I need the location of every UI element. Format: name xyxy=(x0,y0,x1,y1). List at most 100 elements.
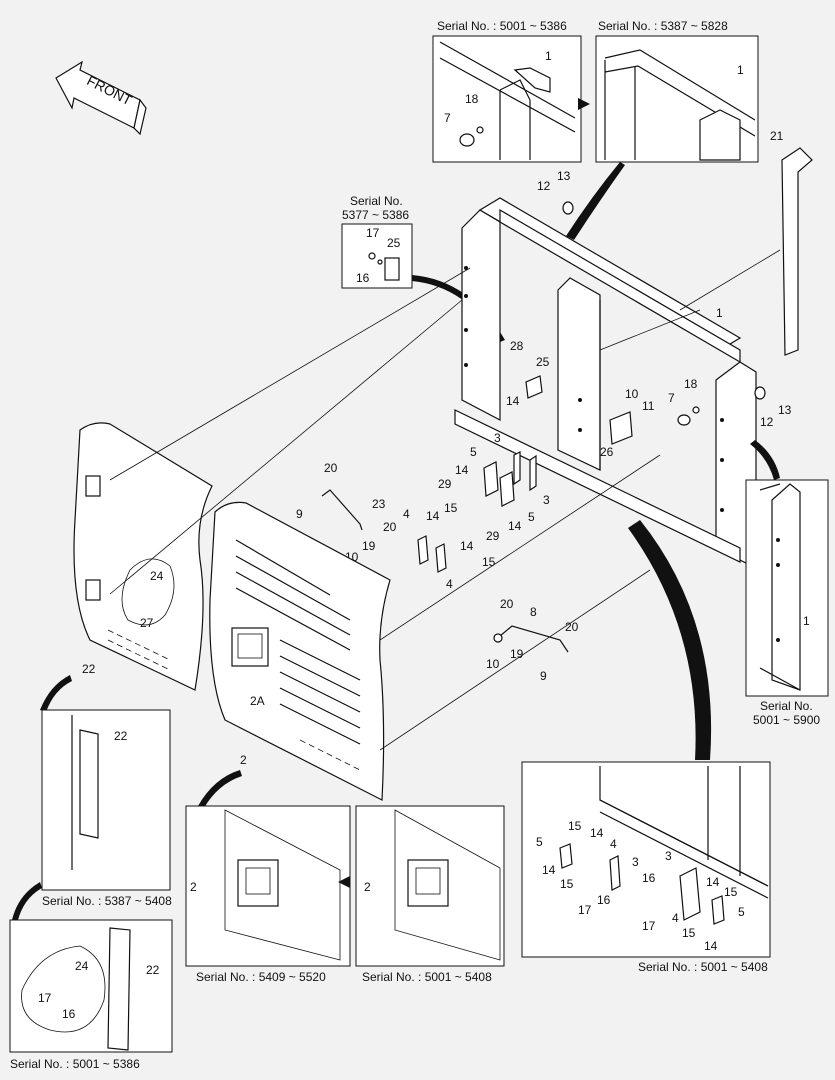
serial-bottom-left: Serial No. : 5001 ~ 5386 xyxy=(10,1057,140,1071)
door-panel-22: 24 27 22 xyxy=(73,422,213,691)
inset-top-right: Serial No. : 5387 ~ 5828 1 xyxy=(595,19,759,163)
callout-4: 4 xyxy=(403,507,410,521)
callout-15: 15 xyxy=(444,501,458,515)
callout-3c: 3 xyxy=(632,855,639,869)
callout-4d: 4 xyxy=(672,911,679,925)
callout-17d: 17 xyxy=(642,919,656,933)
callout-4b: 4 xyxy=(446,577,453,591)
callout-15c: 15 xyxy=(568,819,582,833)
callout-23: 23 xyxy=(372,497,386,511)
callout-2: 2 xyxy=(240,753,247,767)
serial-small-1: Serial No. xyxy=(350,194,403,208)
callout-1c: 1 xyxy=(716,306,723,320)
callout-14i: 14 xyxy=(704,939,718,953)
callout-15d: 15 xyxy=(560,877,574,891)
callout-17: 17 xyxy=(366,226,380,240)
callout-8: 8 xyxy=(530,605,537,619)
callout-19: 19 xyxy=(362,539,376,553)
callout-5c: 5 xyxy=(536,835,543,849)
callout-11: 11 xyxy=(642,399,655,413)
callout-14d: 14 xyxy=(426,509,440,523)
callout-22c: 22 xyxy=(146,963,160,977)
callout-19b: 19 xyxy=(510,647,524,661)
serial-bottom-mid1: Serial No. : 5409 ~ 5520 xyxy=(196,970,326,984)
callout-9b: 9 xyxy=(540,669,547,683)
frame-hardware: 12 13 7 18 13 12 10 11 26 28 25 14 xyxy=(506,169,792,459)
inset-small: Serial No. 5377 ~ 5386 17 25 16 xyxy=(341,194,413,289)
callout-7b: 7 xyxy=(668,391,675,405)
callout-16c: 16 xyxy=(597,893,611,907)
callout-16b: 16 xyxy=(62,1007,76,1021)
callout-14h: 14 xyxy=(706,875,720,889)
callout-21: 21 xyxy=(770,129,784,143)
callout-20: 20 xyxy=(324,461,338,475)
door-panel-2: 2A 2 xyxy=(209,501,391,801)
callout-15f: 15 xyxy=(682,926,696,940)
callout-1d: 1 xyxy=(803,614,810,628)
serial-bottom-right: Serial No. : 5001 ~ 5408 xyxy=(638,960,768,974)
callout-13: 13 xyxy=(557,169,571,183)
callout-27: 27 xyxy=(140,616,154,630)
callout-18: 18 xyxy=(465,92,479,106)
inset-top-left: Serial No. : 5001 ~ 5386 1 18 7 xyxy=(432,19,582,163)
serial-bottom-mid2: Serial No. : 5001 ~ 5408 xyxy=(362,970,492,984)
callout-24: 24 xyxy=(150,569,164,583)
leader-lines xyxy=(109,249,781,751)
callout-12: 12 xyxy=(537,179,551,193)
inset-bottom-mid-2: 2 Serial No. : 5001 ~ 5408 xyxy=(355,805,505,984)
inset-bottom-right: 5 15 14 4 3 14 15 16 17 3 16 17 14 15 5 … xyxy=(521,761,771,974)
callout-2c: 2 xyxy=(364,880,371,894)
callout-2b: 2 xyxy=(190,880,197,894)
inset-bottom-left: 24 22 17 16 Serial No. : 5001 ~ 5386 xyxy=(9,882,173,1071)
callout-7: 7 xyxy=(444,111,451,125)
callout-22: 22 xyxy=(82,662,96,676)
callout-28: 28 xyxy=(510,339,524,353)
callout-5d: 5 xyxy=(738,905,745,919)
callout-20c: 20 xyxy=(500,597,514,611)
callout-20b: 20 xyxy=(383,520,397,534)
callout-3: 3 xyxy=(494,431,501,445)
serial-right-1: Serial No. xyxy=(760,699,813,713)
callout-25: 25 xyxy=(387,236,401,250)
callout-14: 14 xyxy=(506,394,520,408)
callout-5b: 5 xyxy=(528,510,535,524)
callout-10c: 10 xyxy=(486,657,500,671)
callout-29: 29 xyxy=(438,477,452,491)
callout-18b: 18 xyxy=(684,377,698,391)
callout-14f: 14 xyxy=(590,826,604,840)
callout-26: 26 xyxy=(600,445,614,459)
frame-part-1: 1 xyxy=(454,197,757,569)
hinge-hardware: 5 3 14 29 3 5 14 29 4 14 15 14 15 4 xyxy=(403,431,550,591)
serial-right-2: 5001 ~ 5900 xyxy=(753,713,820,727)
callout-13b: 13 xyxy=(778,403,792,417)
callout-20d: 20 xyxy=(565,620,579,634)
callout-25b: 25 xyxy=(536,355,550,369)
serial-top-right: Serial No. : 5387 ~ 5828 xyxy=(598,19,728,33)
callout-29b: 29 xyxy=(486,529,500,543)
callout-3d: 3 xyxy=(665,849,672,863)
callout-16d: 16 xyxy=(642,871,656,885)
callout-2a: 2A xyxy=(250,694,265,708)
inset-left-mid: 22 Serial No. : 5387 ~ 5408 xyxy=(40,675,172,908)
callout-17c: 17 xyxy=(578,903,592,917)
serial-small-2: 5377 ~ 5386 xyxy=(342,208,409,222)
serial-left-mid: Serial No. : 5387 ~ 5408 xyxy=(42,894,172,908)
inset-bottom-mid-1: 2 Serial No. : 5409 ~ 5520 xyxy=(185,770,351,984)
callout-1b: 1 xyxy=(737,63,744,77)
vent-slots xyxy=(235,539,361,745)
callout-1: 1 xyxy=(545,49,552,63)
callout-14b: 14 xyxy=(455,463,469,477)
latch-rods: 20 9 23 20 19 10 20 8 20 19 10 9 xyxy=(296,461,579,683)
serial-top-left: Serial No. : 5001 ~ 5386 xyxy=(437,19,567,33)
callout-12b: 12 xyxy=(760,415,774,429)
callout-16: 16 xyxy=(356,271,370,285)
callout-14e: 14 xyxy=(460,539,474,553)
callout-9: 9 xyxy=(296,507,303,521)
callout-10: 10 xyxy=(625,387,639,401)
front-arrow-icon: FRONT xyxy=(55,60,147,136)
callout-22b: 22 xyxy=(114,729,128,743)
inset-right: 1 Serial No. 5001 ~ 5900 xyxy=(745,440,829,727)
callout-17b: 17 xyxy=(38,991,52,1005)
callout-5: 5 xyxy=(470,445,477,459)
